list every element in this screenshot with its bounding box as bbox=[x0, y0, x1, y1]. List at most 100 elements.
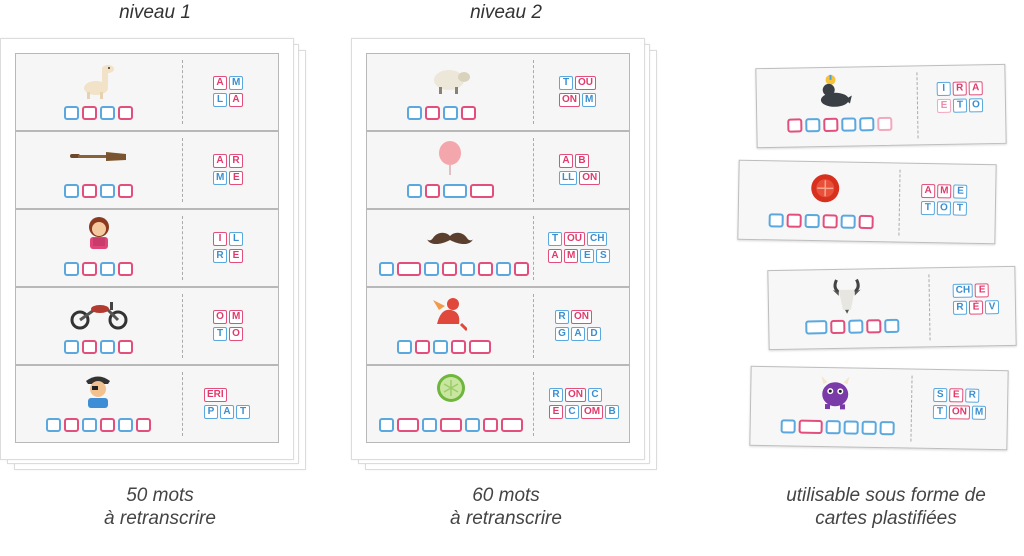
tile: OU bbox=[575, 76, 596, 90]
level2-heading: niveau 2 bbox=[470, 2, 542, 23]
tile: L bbox=[213, 93, 227, 107]
tile: A bbox=[921, 183, 936, 199]
tile: A bbox=[213, 154, 227, 168]
tile: C bbox=[588, 388, 602, 402]
tile: I bbox=[213, 232, 227, 246]
tile: S bbox=[933, 387, 948, 403]
tile: ON bbox=[579, 171, 601, 185]
letter-slots bbox=[46, 418, 151, 432]
tile: R bbox=[952, 300, 968, 315]
tile: ERI bbox=[204, 388, 227, 402]
tile: E bbox=[580, 249, 595, 263]
tile: E bbox=[949, 388, 964, 403]
tile: R bbox=[549, 388, 563, 402]
tile: T bbox=[932, 404, 948, 420]
mustache-icon bbox=[427, 230, 473, 253]
letter-slots bbox=[805, 318, 900, 335]
tile: M bbox=[971, 405, 987, 420]
cucumber-slice-icon bbox=[435, 372, 467, 409]
tile: OU bbox=[564, 232, 585, 246]
tile: A bbox=[213, 76, 227, 90]
level2-caption: 60 mots à retranscrire bbox=[406, 484, 606, 530]
caption-line: à retranscrire bbox=[450, 508, 562, 529]
tile: ON bbox=[571, 310, 592, 324]
tile: O bbox=[213, 310, 227, 324]
tile: R bbox=[229, 154, 243, 168]
letter-slots bbox=[64, 340, 133, 354]
dragon-icon bbox=[431, 294, 469, 337]
goat-icon bbox=[828, 275, 865, 319]
tile: E bbox=[975, 283, 990, 298]
llama-icon bbox=[78, 60, 118, 105]
tile: M bbox=[213, 171, 228, 185]
letter-slots bbox=[407, 106, 476, 120]
letter-slots bbox=[397, 340, 491, 354]
tile: A bbox=[968, 81, 983, 96]
tile: A bbox=[548, 249, 562, 263]
tile: E bbox=[229, 249, 243, 263]
tile: R bbox=[213, 249, 227, 263]
tile: S bbox=[596, 249, 611, 263]
tile: O bbox=[936, 201, 952, 216]
monster-icon bbox=[817, 374, 854, 416]
sheep-icon bbox=[429, 64, 471, 101]
caption-line: cartes plastifiées bbox=[815, 508, 957, 529]
caption-line: utilisable sous forme de bbox=[786, 485, 986, 506]
tile: T bbox=[548, 232, 562, 246]
tile: M bbox=[582, 93, 597, 107]
tile: T bbox=[213, 327, 227, 341]
tile: È bbox=[968, 300, 984, 315]
letter-slots bbox=[787, 116, 893, 133]
tile: R bbox=[952, 81, 967, 96]
letter-slots bbox=[64, 106, 133, 120]
tile: T bbox=[920, 200, 936, 216]
tile: B bbox=[605, 405, 620, 419]
cards-caption: utilisable sous forme de cartes plastifi… bbox=[754, 484, 1018, 530]
tile: LL bbox=[559, 171, 578, 185]
tile: I bbox=[936, 81, 951, 97]
tile: CH bbox=[952, 283, 974, 298]
caption-line: 50 mots bbox=[126, 485, 194, 506]
tile: M bbox=[229, 310, 244, 324]
tile: A bbox=[571, 327, 585, 341]
tile: R bbox=[555, 310, 569, 324]
tile: B bbox=[575, 154, 589, 168]
tile: M bbox=[564, 249, 579, 263]
tile: CH bbox=[587, 232, 608, 246]
letter-slots bbox=[379, 262, 529, 276]
tile: ON bbox=[565, 388, 586, 402]
girl-reading-icon bbox=[84, 216, 114, 257]
tile: M bbox=[937, 184, 952, 199]
sea-lion-icon bbox=[816, 73, 853, 117]
tile: G bbox=[555, 327, 569, 341]
tile: E bbox=[936, 98, 952, 114]
tile: ON bbox=[559, 93, 580, 107]
tile: E bbox=[549, 405, 563, 419]
tile: A bbox=[220, 405, 234, 419]
level1-caption: 50 mots à retranscrire bbox=[60, 484, 260, 530]
tile: D bbox=[587, 327, 601, 341]
